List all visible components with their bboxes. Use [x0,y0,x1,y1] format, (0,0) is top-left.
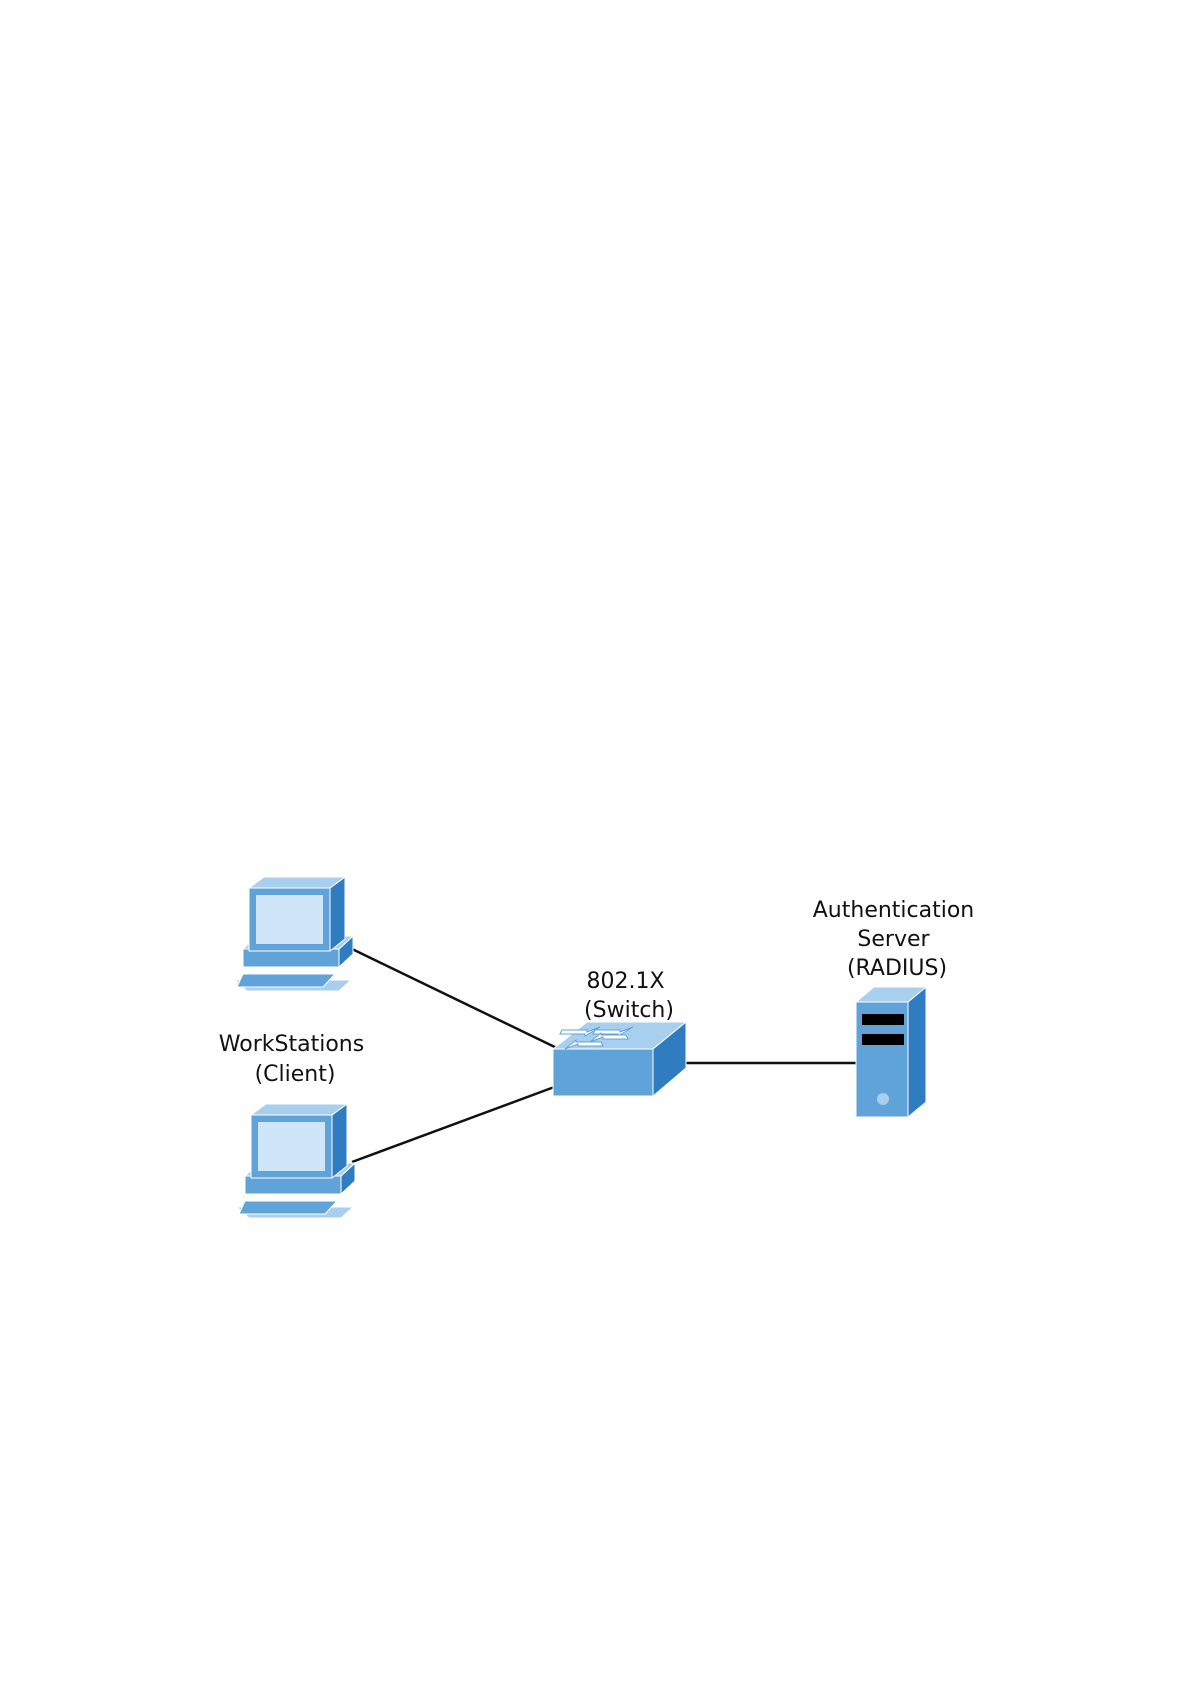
server-label-line-3: (RADIUS) [847,956,947,981]
network-switch-icon [553,1022,686,1096]
switch-label-line-2: (Switch) [584,998,674,1023]
switch-label: 802.1X (Switch) [584,969,674,1023]
link-workstation-1-switch [350,948,563,1051]
workstation-1 [235,877,353,991]
desktop-computer-icon [235,877,353,991]
server [856,987,926,1117]
workstations-label-line-2: (Client) [255,1062,336,1087]
server-tower-icon [856,987,926,1117]
server-label: Authentication Server (RADIUS) [813,898,982,981]
workstations-label: WorkStations (Client) [219,1032,371,1087]
switch [553,1022,686,1096]
desktop-computer-icon [237,1104,355,1218]
server-label-line-2: Server [857,927,930,952]
server-label-line-1: Authentication [813,898,975,923]
workstation-2 [237,1104,355,1218]
link-workstation-2-switch [352,1086,557,1162]
workstations-label-line-1: WorkStations [219,1032,364,1057]
switch-label-line-1: 802.1X [586,969,664,994]
